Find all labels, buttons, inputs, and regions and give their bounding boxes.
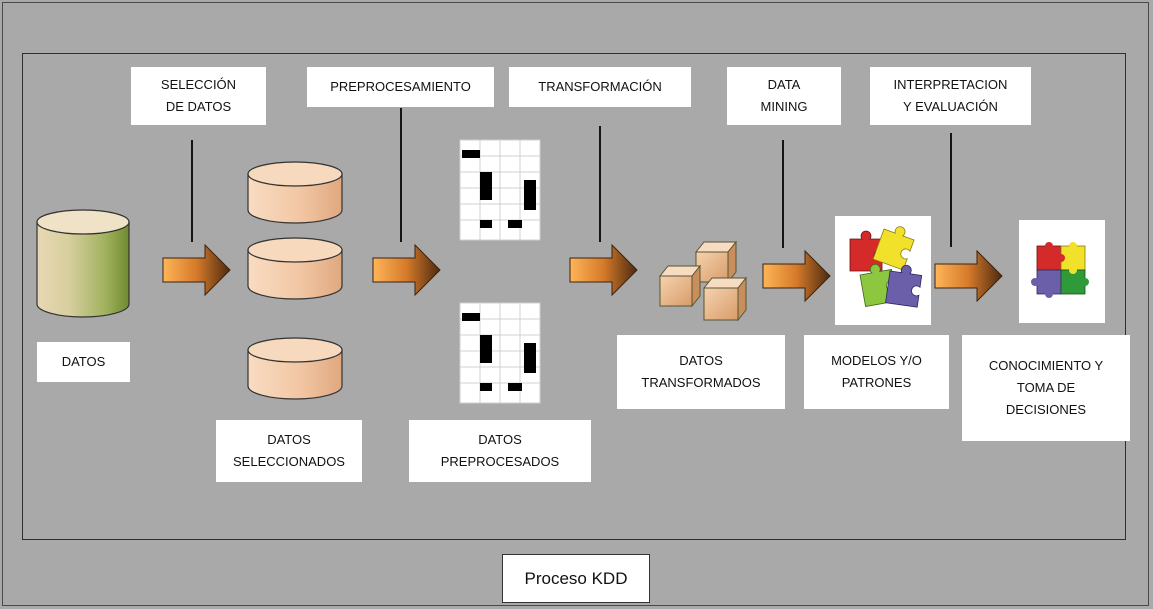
flow-arrow-icon <box>934 249 1003 303</box>
connector-line <box>782 140 784 248</box>
puzzle-assembled-panel <box>1019 220 1105 323</box>
table-grid-icon <box>459 302 541 404</box>
output-modelos-patrones-label: MODELOS Y/O PATRONES <box>804 335 949 409</box>
puzzle-icon <box>1031 241 1089 298</box>
step-data-mining-label: DATA MINING <box>727 67 841 125</box>
step-interpretacion-label: INTERPRETACION Y EVALUACIÓN <box>870 67 1031 125</box>
cubes-icon <box>658 240 748 322</box>
output-datos-label: DATOS <box>37 342 130 382</box>
flow-arrow-icon <box>372 243 441 297</box>
step-transformacion-label: TRANSFORMACIÓN <box>509 67 691 107</box>
output-datos-transformados-label: DATOS TRANSFORMADOS <box>617 335 785 409</box>
database-cylinder-icon <box>36 209 130 318</box>
table-grid-icon <box>459 139 541 241</box>
database-cylinder-icon <box>247 161 343 224</box>
footer-title: Proceso KDD <box>502 554 650 603</box>
flow-arrow-icon <box>162 243 231 297</box>
diagram-frame <box>22 53 1126 540</box>
step-seleccion-label: SELECCIÓN DE DATOS <box>131 67 266 125</box>
database-cylinder-icon <box>247 337 343 400</box>
flow-arrow-icon <box>569 243 638 297</box>
output-datos-seleccionados-label: DATOS SELECCIONADOS <box>216 420 362 482</box>
output-datos-preprocesados-label: DATOS PREPROCESADOS <box>409 420 591 482</box>
puzzle-pieces-panel <box>835 216 931 325</box>
flow-arrow-icon <box>762 249 831 303</box>
database-cylinder-icon <box>247 237 343 300</box>
connector-line <box>191 140 193 242</box>
connector-line <box>599 126 601 242</box>
puzzle-icon <box>849 225 923 308</box>
output-conocimiento-label: CONOCIMIENTO Y TOMA DE DECISIONES <box>962 335 1130 441</box>
connector-line <box>400 108 402 242</box>
step-preprocesamiento-label: PREPROCESAMIENTO <box>307 67 494 107</box>
connector-line <box>950 133 952 247</box>
